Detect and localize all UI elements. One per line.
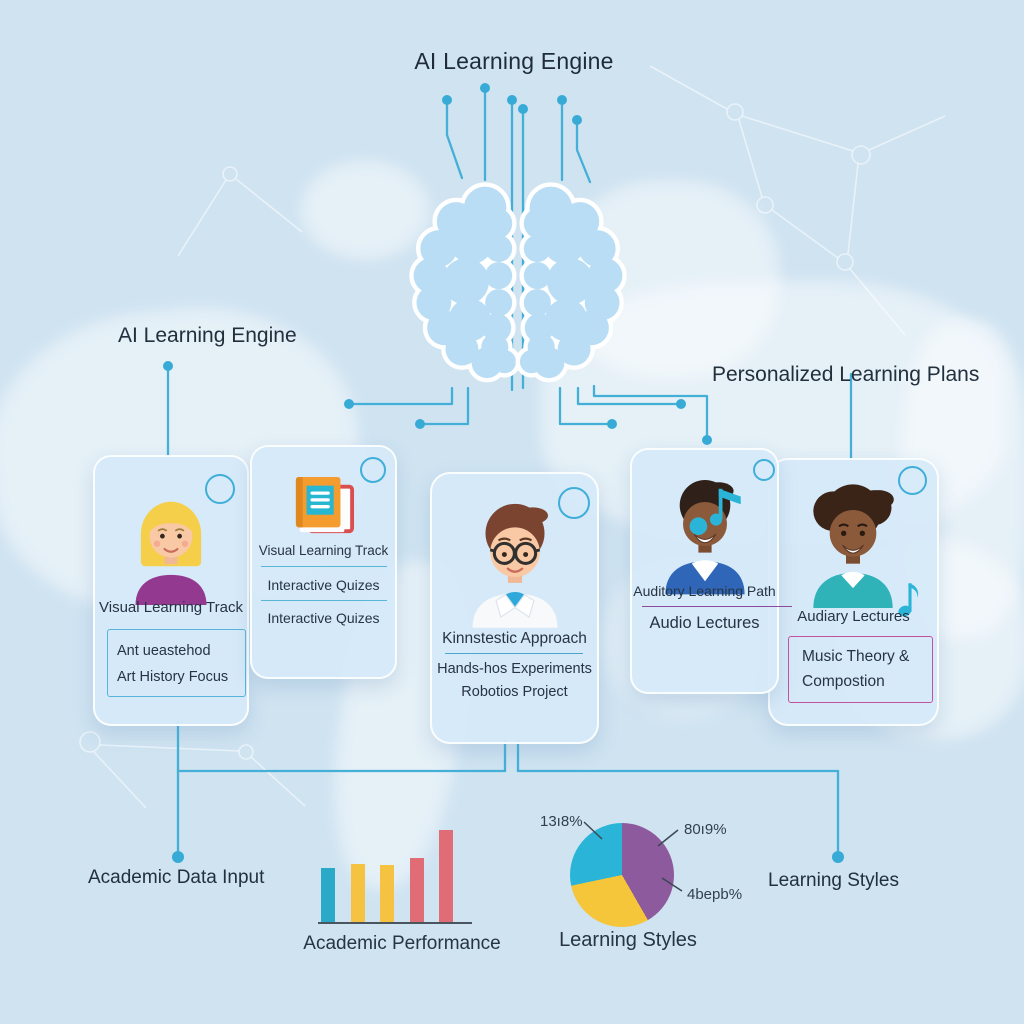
card-line: Hands-hos Experiments (437, 661, 592, 677)
card-detail-box: Music Theory & Compostion (788, 636, 933, 703)
separator-line (445, 653, 583, 654)
card-title: Auditory Learning Path (633, 583, 776, 599)
card-visual-girl: Visual Learning Track Ant ueastehod Art … (93, 455, 249, 726)
pie-slice-label: 4bepb% (687, 886, 743, 903)
pie-chart-title: Learning Styles (559, 929, 697, 951)
bar-chart-title: Academic Performance (303, 933, 501, 954)
card-title: Visual Learning Track (99, 599, 243, 616)
learning-styles-pie-chart (570, 823, 674, 927)
circle-outline-icon (898, 466, 927, 495)
page-title: AI Learning Engine (414, 48, 614, 74)
label-ai-learning-engine: AI Learning Engine (118, 324, 297, 347)
label-academic-data-input: Academic Data Input (88, 867, 265, 888)
separator-line (261, 566, 387, 567)
circle-outline-icon (360, 457, 386, 483)
separator-line (261, 600, 387, 601)
boy-glasses-labcoat-avatar (472, 503, 558, 628)
girl-blonde-purple-top-avatar (135, 501, 207, 605)
student-blue-jacket-avatar (665, 480, 745, 595)
pie-slice-label: 13ı8% (540, 813, 583, 830)
music-note-icon (898, 583, 919, 617)
student-teal-sweater-avatar (813, 484, 894, 608)
card-item: Interactive Quizes (267, 610, 380, 626)
circuit-brain-icon (402, 168, 634, 390)
circle-outline-icon (558, 487, 590, 519)
pie-slice-label: 80ı9% (684, 821, 727, 838)
label-personalized-learning-plans: Personalized Learning Plans (712, 363, 980, 386)
circle-outline-icon (205, 474, 235, 504)
card-line: Robotios Project (461, 684, 568, 700)
map-landmass (300, 160, 430, 260)
label-learning-styles-right: Learning Styles (768, 870, 899, 891)
detail-line: Ant ueastehod (117, 643, 211, 659)
card-title: Visual Learning Track (258, 543, 389, 558)
bar-3 (409, 858, 424, 922)
separator-line (642, 606, 792, 607)
academic-performance-bar-chart (318, 826, 472, 924)
card-auditory-lectures: Audiary Lectures Music Theory & Composti… (768, 458, 939, 726)
card-line: Audio Lectures (649, 614, 760, 632)
card-kinesthetic: Kinnstestic Approach Hands-hos Experimen… (430, 472, 599, 744)
detail-line: Art History Focus (117, 669, 229, 685)
detail-line: Music Theory & (802, 648, 910, 665)
bar-4 (439, 830, 453, 922)
card-item: Interactive Quizes (267, 577, 380, 593)
bar-1 (350, 864, 365, 922)
bar-0 (321, 868, 335, 922)
card-auditory-path: Auditory Learning Path Audio Lectures (630, 448, 792, 694)
stacked-books-icon (295, 476, 355, 534)
card-visual-books: Visual Learning Track Interactive Quizes… (250, 445, 397, 679)
detail-line: Compostion (802, 673, 885, 690)
card-title: Audiary Lectures (797, 608, 910, 625)
map-landmass (560, 180, 780, 380)
card-title: Kinnstestic Approach (442, 630, 587, 647)
circle-outline-icon (753, 459, 775, 481)
bar-2 (380, 865, 394, 922)
card-detail-box: Ant ueastehod Art History Focus (107, 629, 246, 697)
